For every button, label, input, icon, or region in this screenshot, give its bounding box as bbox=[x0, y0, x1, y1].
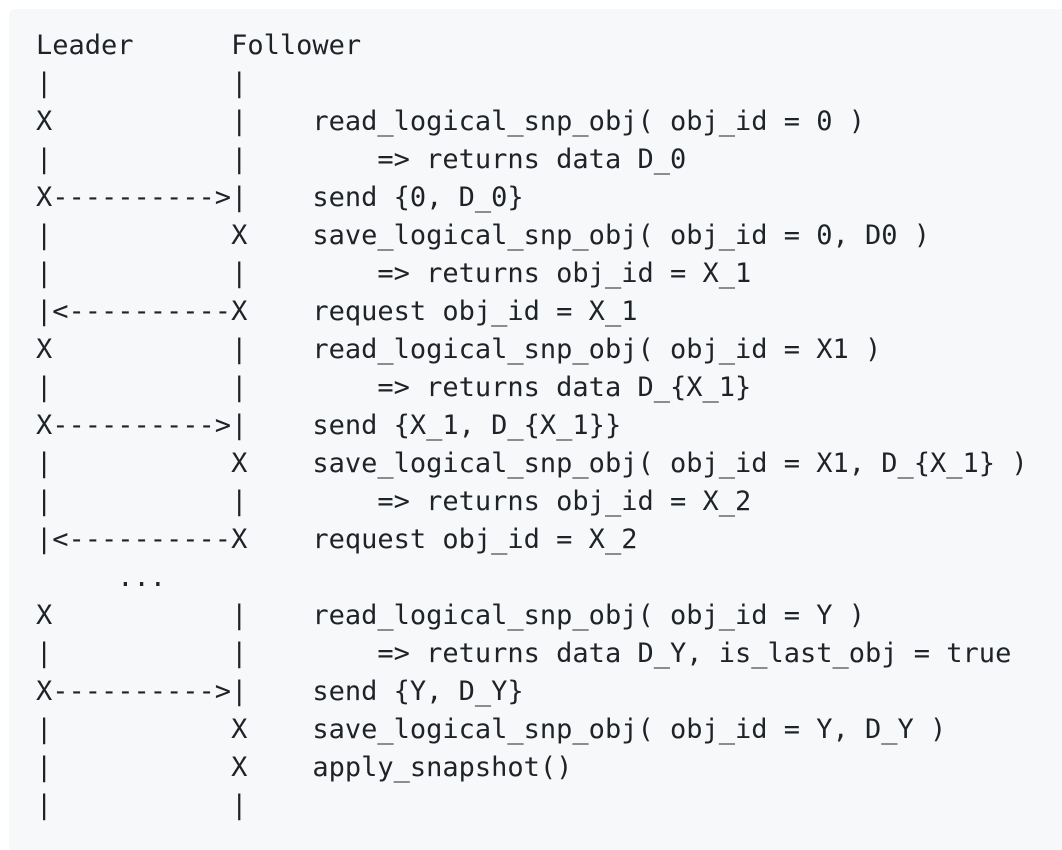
diagram-line: | | => returns data D_0 bbox=[36, 144, 687, 175]
diagram-line: | X apply_snapshot() bbox=[36, 752, 573, 783]
diagram-line: |<----------X request obj_id = X_1 bbox=[36, 296, 638, 327]
diagram-line: | | => returns data D_Y, is_last_obj = t… bbox=[36, 638, 1012, 669]
diagram-line: | | => returns obj_id = X_2 bbox=[36, 486, 752, 517]
code-block: Leader Follower | | X | read_logical_snp_o… bbox=[9, 9, 1062, 850]
diagram-line: X | read_logical_snp_obj( obj_id = X1 ) bbox=[36, 334, 882, 365]
diagram-line: | X save_logical_snp_obj( obj_id = X1, D… bbox=[36, 448, 1028, 479]
ascii-sequence-diagram: Leader Follower | | X | read_logical_snp_o… bbox=[9, 9, 1062, 825]
diagram-line: | X save_logical_snp_obj( obj_id = 0, D0… bbox=[36, 220, 931, 251]
diagram-line: X | read_logical_snp_obj( obj_id = Y ) bbox=[36, 600, 866, 631]
diagram-line: | X save_logical_snp_obj( obj_id = Y, D_… bbox=[36, 714, 947, 745]
diagram-line: X | read_logical_snp_obj( obj_id = 0 ) bbox=[36, 106, 866, 137]
diagram-line: X---------->| send {X_1, D_{X_1}} bbox=[36, 410, 622, 441]
diagram-line: | | => returns obj_id = X_1 bbox=[36, 258, 752, 289]
diagram-line: | | bbox=[36, 68, 248, 99]
diagram-line: X---------->| send {0, D_0} bbox=[36, 182, 524, 213]
diagram-line-ellipsis: ... bbox=[36, 562, 167, 593]
diagram-line-header: Leader Follower bbox=[36, 30, 362, 61]
diagram-line: | | => returns data D_{X_1} bbox=[36, 372, 752, 403]
diagram-line: |<----------X request obj_id = X_2 bbox=[36, 524, 638, 555]
diagram-line: | | bbox=[36, 790, 248, 821]
diagram-line: X---------->| send {Y, D_Y} bbox=[36, 676, 524, 707]
